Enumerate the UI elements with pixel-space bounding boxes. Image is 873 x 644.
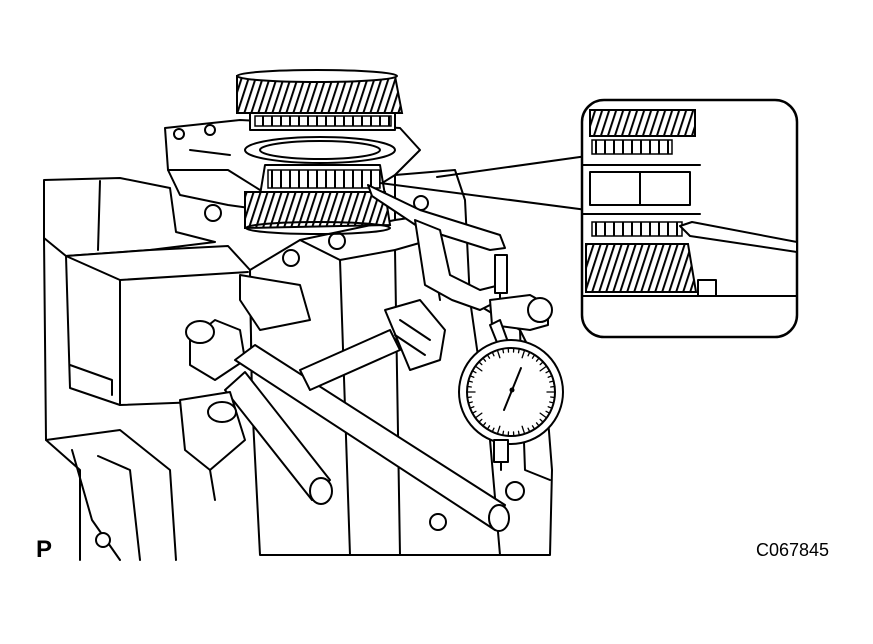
callout-line-upper (437, 156, 587, 177)
dial-tick (503, 349, 504, 353)
magnified-inset-icon (582, 100, 797, 337)
dial-tick (467, 386, 471, 387)
gear-assembly (165, 70, 420, 234)
dial-tick (518, 349, 519, 353)
figure-code: C067845 (756, 541, 829, 559)
dial-tick (503, 431, 504, 435)
corner-label: P (36, 538, 52, 562)
dial-tick (518, 431, 519, 435)
dial-tick (551, 386, 555, 387)
dial-tick (551, 397, 555, 398)
dial-tick (467, 397, 471, 398)
